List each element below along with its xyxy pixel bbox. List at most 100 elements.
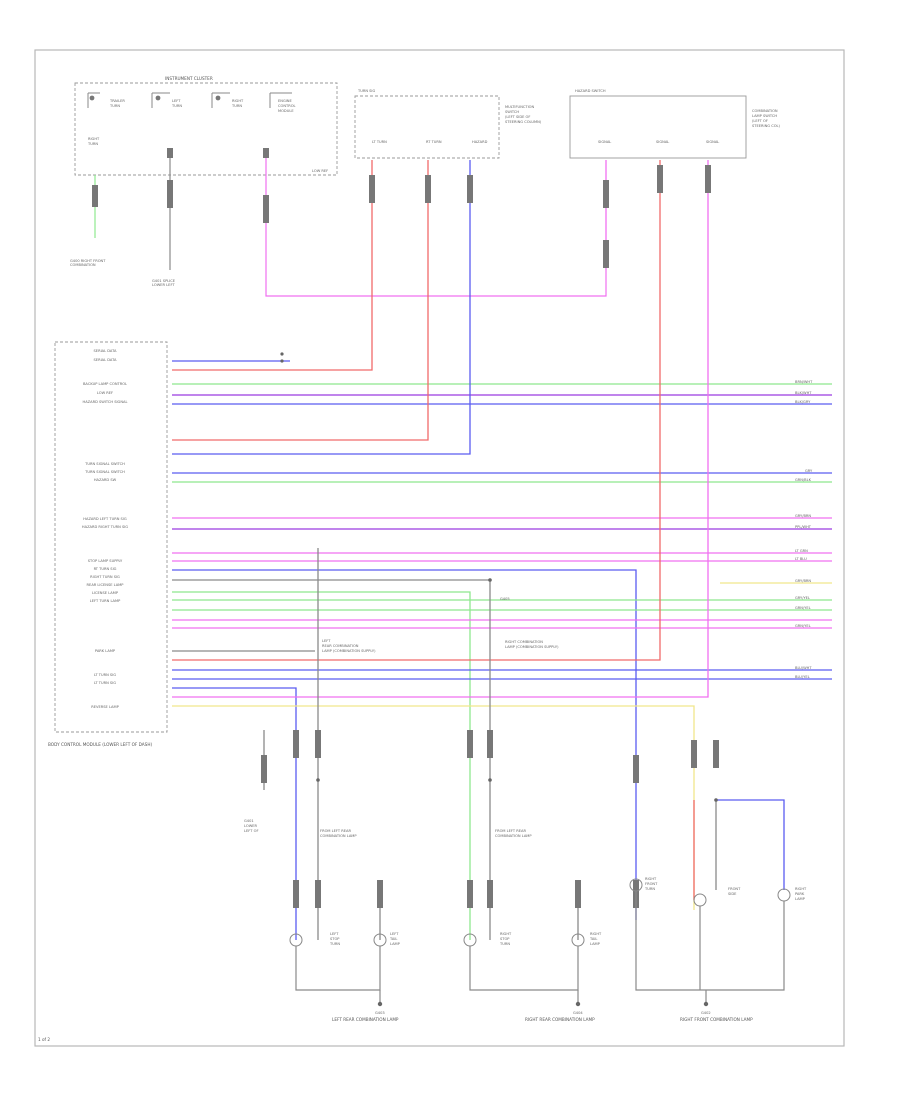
svg-text:RIGHT: RIGHT <box>232 99 244 103</box>
svg-text:LEFT OF: LEFT OF <box>244 829 259 833</box>
svg-text:LAMP SWITCH: LAMP SWITCH <box>752 114 777 118</box>
svg-text:STOP: STOP <box>500 937 510 941</box>
svg-text:BLU/YEL: BLU/YEL <box>795 675 810 679</box>
svg-text:RIGHT: RIGHT <box>645 877 657 881</box>
cluster-wires: G400 RIGHT FRONT COMBINATION G401 SPLICE… <box>70 148 607 297</box>
circuit-notes: LEFT REAR COMBINATION LAMP (COMBINATION … <box>244 597 559 838</box>
svg-text:TURN: TURN <box>231 104 242 108</box>
svg-text:RIGHT: RIGHT <box>590 932 602 936</box>
svg-text:LEFT: LEFT <box>322 639 331 643</box>
svg-text:TAIL: TAIL <box>589 937 597 941</box>
svg-text:LAMP (COMBINATION SUPPLY): LAMP (COMBINATION SUPPLY) <box>322 649 376 653</box>
svg-text:LT TURN: LT TURN <box>372 140 387 144</box>
svg-text:REAR LICENSE LAMP: REAR LICENSE LAMP <box>87 583 125 587</box>
svg-text:G404: G404 <box>573 1011 583 1015</box>
svg-text:BRN/WHT: BRN/WHT <box>795 380 813 384</box>
brake-switch: HAZARD SWITCH COMBINATION LAMP SWITCH (L… <box>569 89 781 159</box>
svg-text:FRONT: FRONT <box>645 882 658 886</box>
svg-text:SIGNAL: SIGNAL <box>656 140 669 144</box>
right-rear-combination-lamp-label: RIGHT REAR COMBINATION LAMP <box>525 1017 595 1022</box>
svg-text:STOP LAMP SUPPLY: STOP LAMP SUPPLY <box>88 559 123 563</box>
vertical-wires <box>263 160 785 940</box>
junction-nodes <box>280 352 718 802</box>
svg-text:PARK: PARK <box>795 892 805 896</box>
svg-text:STEERING COL): STEERING COL) <box>752 124 781 128</box>
svg-text:GRY/BRN: GRY/BRN <box>795 514 811 518</box>
svg-text:LEFT: LEFT <box>390 932 399 936</box>
svg-text:LT BLU: LT BLU <box>795 557 807 561</box>
svg-text:PPL/WHT: PPL/WHT <box>795 525 812 529</box>
svg-text:LOWER LEFT: LOWER LEFT <box>152 283 175 287</box>
svg-text:TURN: TURN <box>499 942 510 946</box>
bcm-label: BODY CONTROL MODULE (LOWER LEFT OF DASH) <box>48 742 152 747</box>
svg-text:LT TURN SIG: LT TURN SIG <box>94 673 116 677</box>
ground-nodes <box>377 1001 709 1007</box>
multifunction-switch: TURN SIG MULTIFUNCTION SWITCH (LEFT SIDE… <box>354 89 542 159</box>
svg-text:LT GRN: LT GRN <box>795 549 808 553</box>
svg-text:G401 SPLICE: G401 SPLICE <box>152 279 176 283</box>
svg-text:LAMP: LAMP <box>590 942 601 946</box>
svg-text:STOP: STOP <box>330 937 340 941</box>
svg-text:TURN: TURN <box>644 887 655 891</box>
svg-text:RIGHT: RIGHT <box>88 137 100 141</box>
svg-text:PARK LAMP: PARK LAMP <box>95 649 116 653</box>
svg-text:SERIAL DATA: SERIAL DATA <box>94 358 118 362</box>
svg-text:HAZARD SW: HAZARD SW <box>94 478 117 482</box>
svg-text:TAIL: TAIL <box>389 937 397 941</box>
svg-text:BACKUP LAMP CONTROL: BACKUP LAMP CONTROL <box>83 382 127 386</box>
svg-text:SIGNAL: SIGNAL <box>706 140 719 144</box>
svg-text:SWITCH: SWITCH <box>505 110 519 114</box>
svg-text:G401: G401 <box>244 819 254 823</box>
svg-text:HAZARD: HAZARD <box>472 140 488 144</box>
svg-text:TURN SIGNAL SWITCH: TURN SIGNAL SWITCH <box>84 470 125 474</box>
svg-text:TURN: TURN <box>329 942 340 946</box>
svg-text:REVERSE LAMP: REVERSE LAMP <box>91 705 119 709</box>
svg-text:FRONT: FRONT <box>728 887 741 891</box>
svg-text:COMBINATION: COMBINATION <box>752 109 778 113</box>
svg-text:COMBINATION LAMP: COMBINATION LAMP <box>495 834 532 838</box>
svg-text:GRN/BLK: GRN/BLK <box>795 478 812 482</box>
svg-text:LOW REF: LOW REF <box>312 169 328 173</box>
svg-text:LAMP: LAMP <box>795 897 806 901</box>
svg-text:RIGHT: RIGHT <box>500 932 512 936</box>
bcm-pin-labels: SERIAL DATA SERIAL DATA BACKUP LAMP CONT… <box>82 349 128 709</box>
svg-text:G403: G403 <box>375 1011 385 1015</box>
instrument-cluster: INSTRUMENT CLUSTER TRAILER TURN LEFT TUR… <box>74 76 338 176</box>
bottom-lamps: LEFT STOP TURN LEFT TAIL LAMP RIGHT STOP… <box>289 877 807 947</box>
svg-text:LT TURN SIG: LT TURN SIG <box>94 681 116 685</box>
svg-text:HAZARD RIGHT TURN SIG: HAZARD RIGHT TURN SIG <box>82 525 128 529</box>
svg-text:CONTROL: CONTROL <box>278 104 296 108</box>
svg-text:(LEFT OF: (LEFT OF <box>752 119 768 123</box>
svg-text:FROM LEFT REAR: FROM LEFT REAR <box>320 829 351 833</box>
svg-text:LOWER: LOWER <box>244 824 258 828</box>
svg-text:COMBINATION LAMP: COMBINATION LAMP <box>320 834 357 838</box>
svg-text:RIGHT COMBINATION: RIGHT COMBINATION <box>505 640 543 644</box>
svg-text:G402: G402 <box>701 1011 711 1015</box>
svg-text:LICENSE LAMP: LICENSE LAMP <box>92 591 119 595</box>
svg-text:TURN: TURN <box>171 104 182 108</box>
svg-text:GRY/YEL: GRY/YEL <box>795 596 810 600</box>
svg-text:LEFT: LEFT <box>330 932 339 936</box>
bcm-horizontal-wires <box>172 160 832 940</box>
right-wire-labels: BRN/WHT BLK/WHT BLK/GRY GRY GRN/BLK GRY/… <box>795 380 813 679</box>
svg-text:(LEFT SIDE OF: (LEFT SIDE OF <box>505 115 530 119</box>
svg-text:ENGINE: ENGINE <box>278 99 292 103</box>
svg-text:SIDE: SIDE <box>728 892 737 896</box>
svg-text:MODULE: MODULE <box>278 109 294 113</box>
svg-text:LAMP (COMBINATION SUPPLY): LAMP (COMBINATION SUPPLY) <box>505 645 559 649</box>
diagram-frame <box>34 49 845 1047</box>
svg-text:TURN SIGNAL SWITCH: TURN SIGNAL SWITCH <box>84 462 125 466</box>
svg-text:SIGNAL: SIGNAL <box>598 140 611 144</box>
svg-text:STEERING COLUMN): STEERING COLUMN) <box>505 120 542 124</box>
svg-text:LEFT: LEFT <box>172 99 181 103</box>
svg-text:GRN/YEL: GRN/YEL <box>795 624 811 628</box>
svg-text:COMBINATION: COMBINATION <box>70 263 96 267</box>
ground-wires <box>295 891 785 1004</box>
svg-text:TRAILER: TRAILER <box>109 99 125 103</box>
page-footer: 1 of 2 <box>38 1037 50 1042</box>
svg-text:RIGHT TURN SIG: RIGHT TURN SIG <box>90 575 120 579</box>
svg-text:RT TURN SIG: RT TURN SIG <box>94 567 117 571</box>
svg-text:TURN SIG: TURN SIG <box>357 89 375 93</box>
svg-text:LAMP: LAMP <box>390 942 401 946</box>
body-control-module: BODY CONTROL MODULE (LOWER LEFT OF DASH) <box>48 341 168 747</box>
